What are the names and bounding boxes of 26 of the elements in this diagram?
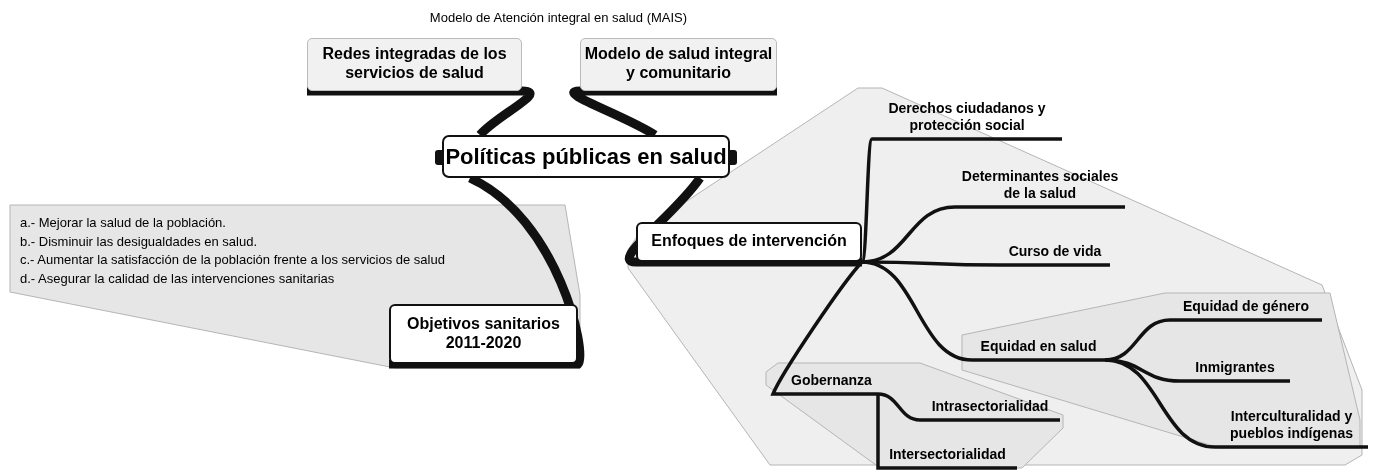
note-text: b.- Disminuir las desigualdades en salud. <box>20 233 257 249</box>
branch-line <box>625 175 862 267</box>
diagram-title: Modelo de Atención integral en salud (MAIS) <box>428 10 689 25</box>
note-text: a.- Mejorar la salud de la población. <box>20 215 226 230</box>
subtopic-label: Equidad en salud <box>972 337 1105 360</box>
note-text: c.- Aumentar la satisfacción de la población frente a los servicios de salud <box>20 252 445 267</box>
note-text: d.- Asegurar la calidad de las intervenciones sanitarias <box>20 270 335 286</box>
subtopic-label: Derechos ciudadanos y protección social <box>872 98 1062 139</box>
subtopic-label: Inmigrantes <box>1180 356 1290 381</box>
subtopic-label: Intrasectorialidad <box>920 396 1060 420</box>
topic-box: Redes integradas de los servicios de salud <box>307 38 522 91</box>
branch-line <box>877 392 1060 422</box>
subtopic-label: Determinantes sociales de la salud <box>955 165 1125 207</box>
subtopic-label: Equidad de género <box>1170 297 1322 320</box>
branch-line <box>1104 358 1368 449</box>
subtopic-label: Gobernanza <box>773 369 878 394</box>
topic-box: Objetivos sanitarios 2011-2020 <box>389 304 578 364</box>
topic-box: Enfoques de intervención <box>636 222 862 262</box>
subtopic-label: Intersectorialidad <box>878 444 1017 468</box>
branch-line <box>861 260 1105 362</box>
central-topic-box: Políticas públicas en salud <box>442 135 730 178</box>
subtopic-label: Curso de vida <box>1000 242 1110 265</box>
branch-line <box>876 394 1017 470</box>
subtopic-label: Interculturalidad y pueblos indígenas <box>1215 404 1368 447</box>
branch-line <box>860 137 1062 263</box>
topic-box: Modelo de salud integral y comunitario <box>580 38 777 91</box>
